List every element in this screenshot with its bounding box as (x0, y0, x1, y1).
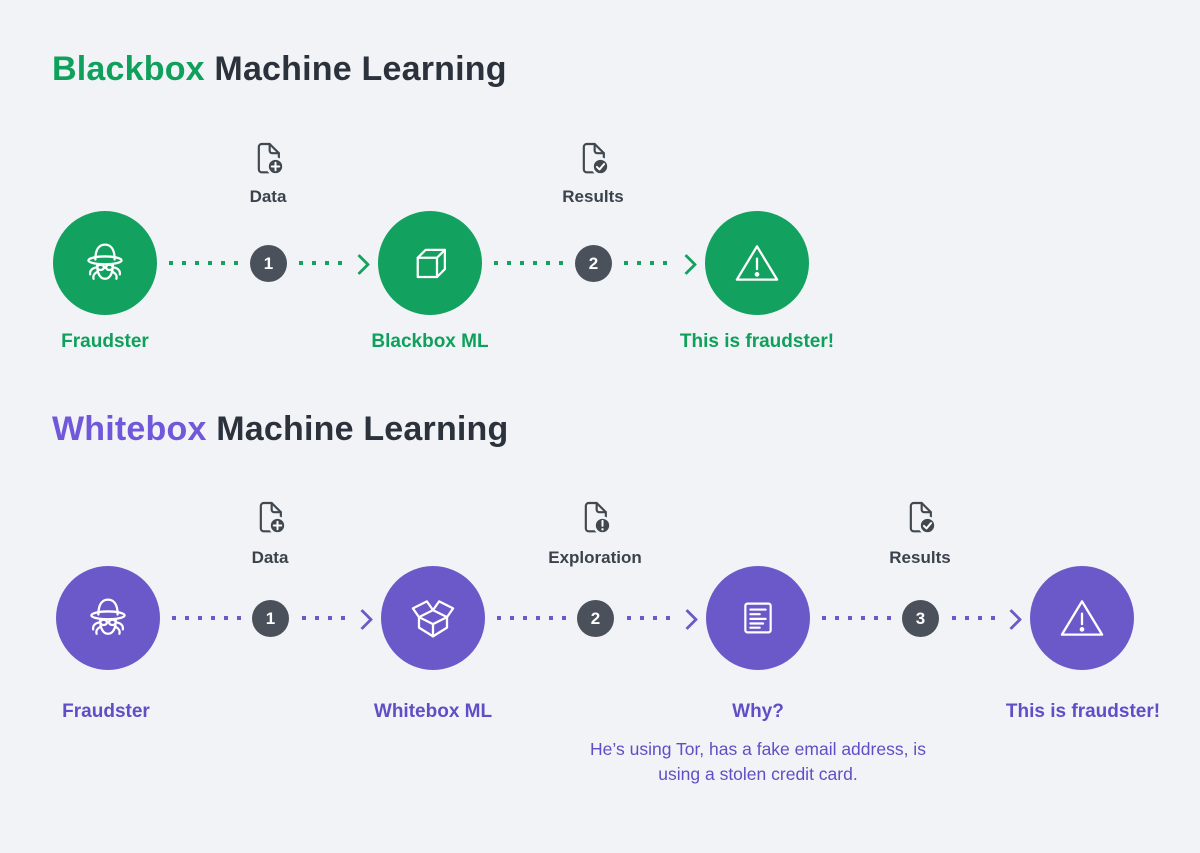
document-check-icon (900, 498, 940, 538)
whitebox-title-accent: Whitebox (52, 410, 207, 448)
whitebox-fraudster-node (56, 566, 160, 670)
blackbox-title-accent: Blackbox (52, 50, 205, 88)
blackbox-fraudster-label: Fraudster (61, 331, 149, 352)
whitebox-ml-node (381, 566, 485, 670)
blackbox-connector-2-arrow-icon (675, 253, 698, 276)
warning-triangle-icon (1054, 590, 1110, 646)
blackbox-connector-1-arrow-icon (348, 253, 371, 276)
whitebox-step-1-badge: 1 (252, 600, 289, 637)
document-check-icon (573, 139, 613, 179)
blackbox-result-node (705, 211, 809, 315)
whitebox-why-node (706, 566, 810, 670)
blackbox-fraudster-node (53, 211, 157, 315)
blackbox-step-2-label: Results (562, 187, 624, 206)
blackbox-title-rest: Machine Learning (204, 50, 507, 88)
whitebox-fraudster-label: Fraudster (62, 701, 150, 722)
whitebox-step-1-label: Data (251, 548, 289, 567)
whitebox-why-label: Why? (732, 701, 784, 722)
open-box-icon (405, 590, 461, 646)
document-plus-icon (248, 139, 288, 179)
blackbox-result-label: This is fraudster! (679, 331, 835, 352)
whitebox-connector-1-arrow-icon (351, 608, 374, 631)
warning-triangle-icon (729, 235, 785, 291)
blackbox-title: Blackbox Machine Learning (52, 50, 507, 89)
spy-icon (80, 590, 136, 646)
document-plus-icon (250, 498, 290, 538)
blackbox-step-1-badge: 1 (250, 245, 287, 282)
whitebox-result-node (1030, 566, 1134, 670)
whitebox-step-2-badge: 2 (577, 600, 614, 637)
whitebox-step-2-label: Exploration (548, 548, 642, 567)
whitebox-step-3-label: Results (889, 548, 951, 567)
spy-icon (77, 235, 133, 291)
cube-icon (402, 235, 458, 291)
why-description: He’s using Tor, has a fake email address… (590, 739, 926, 785)
whitebox-step-3-badge: 3 (902, 600, 939, 637)
blackbox-ml-label: Blackbox ML (371, 331, 489, 352)
whitebox-connector-3-arrow-icon (1000, 608, 1023, 631)
blackbox-step-2-badge: 2 (575, 245, 612, 282)
whitebox-ml-label: Whitebox ML (373, 701, 493, 722)
whitebox-title: Whitebox Machine Learning (52, 410, 509, 449)
blackbox-ml-node (378, 211, 482, 315)
document-exclamation-icon (575, 498, 615, 538)
whitebox-connector-2-arrow-icon (676, 608, 699, 631)
whitebox-result-label: This is fraudster! (1005, 701, 1161, 722)
whitebox-title-rest: Machine Learning (206, 410, 509, 448)
report-icon (731, 591, 785, 645)
blackbox-step-1-label: Data (249, 187, 287, 206)
